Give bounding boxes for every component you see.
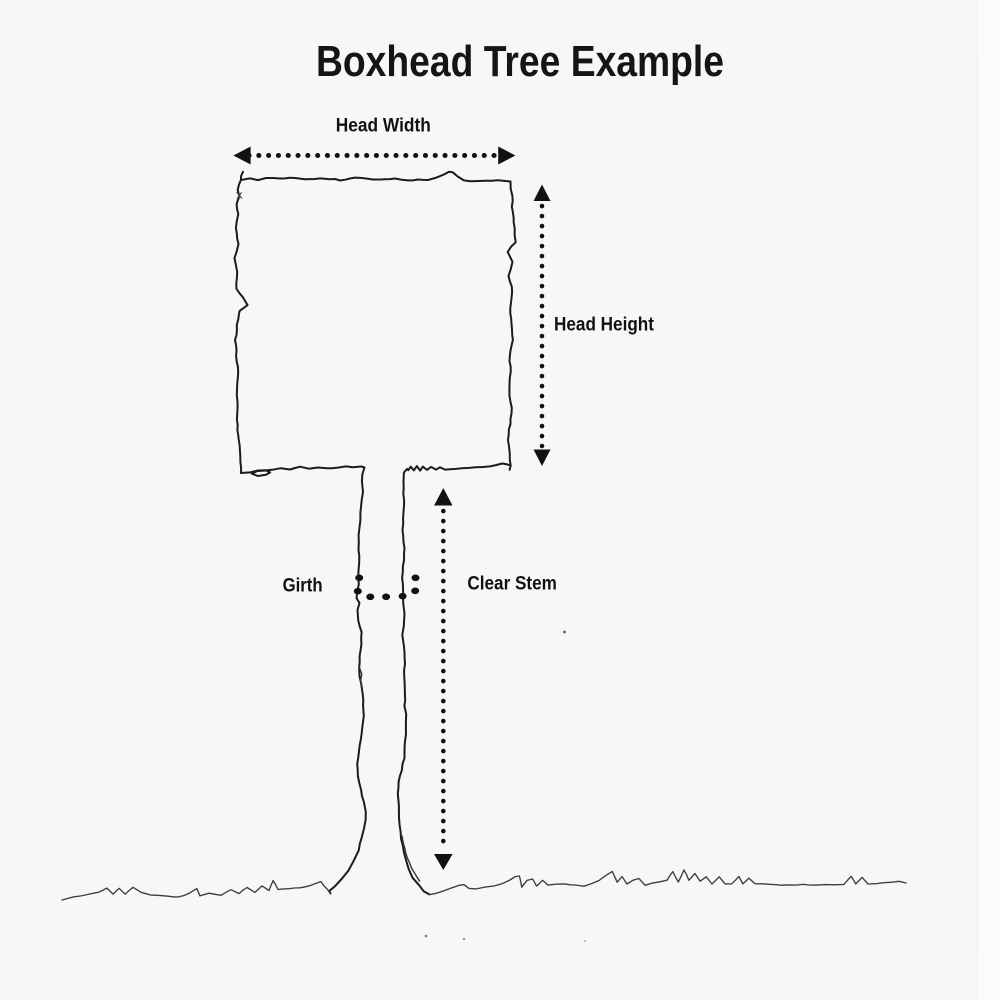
svg-text:Girth: Girth bbox=[283, 576, 323, 597]
svg-text:Boxhead Tree Example: Boxhead Tree Example bbox=[316, 38, 724, 86]
svg-text:Head Height: Head Height bbox=[554, 314, 655, 335]
svg-text:Head Width: Head Width bbox=[336, 115, 431, 136]
svg-text:Clear Stem: Clear Stem bbox=[467, 574, 557, 595]
